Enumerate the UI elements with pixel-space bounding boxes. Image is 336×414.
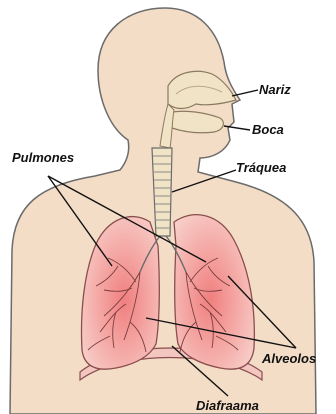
label-nose: Nariz	[259, 82, 291, 97]
trachea	[152, 148, 172, 236]
label-diaphragm: Diafraama	[196, 398, 259, 413]
label-trachea: Tráquea	[236, 160, 286, 175]
label-mouth: Boca	[252, 122, 284, 137]
label-lungs: Pulmones	[12, 150, 74, 165]
label-alveoli: Alveolos	[261, 351, 316, 366]
